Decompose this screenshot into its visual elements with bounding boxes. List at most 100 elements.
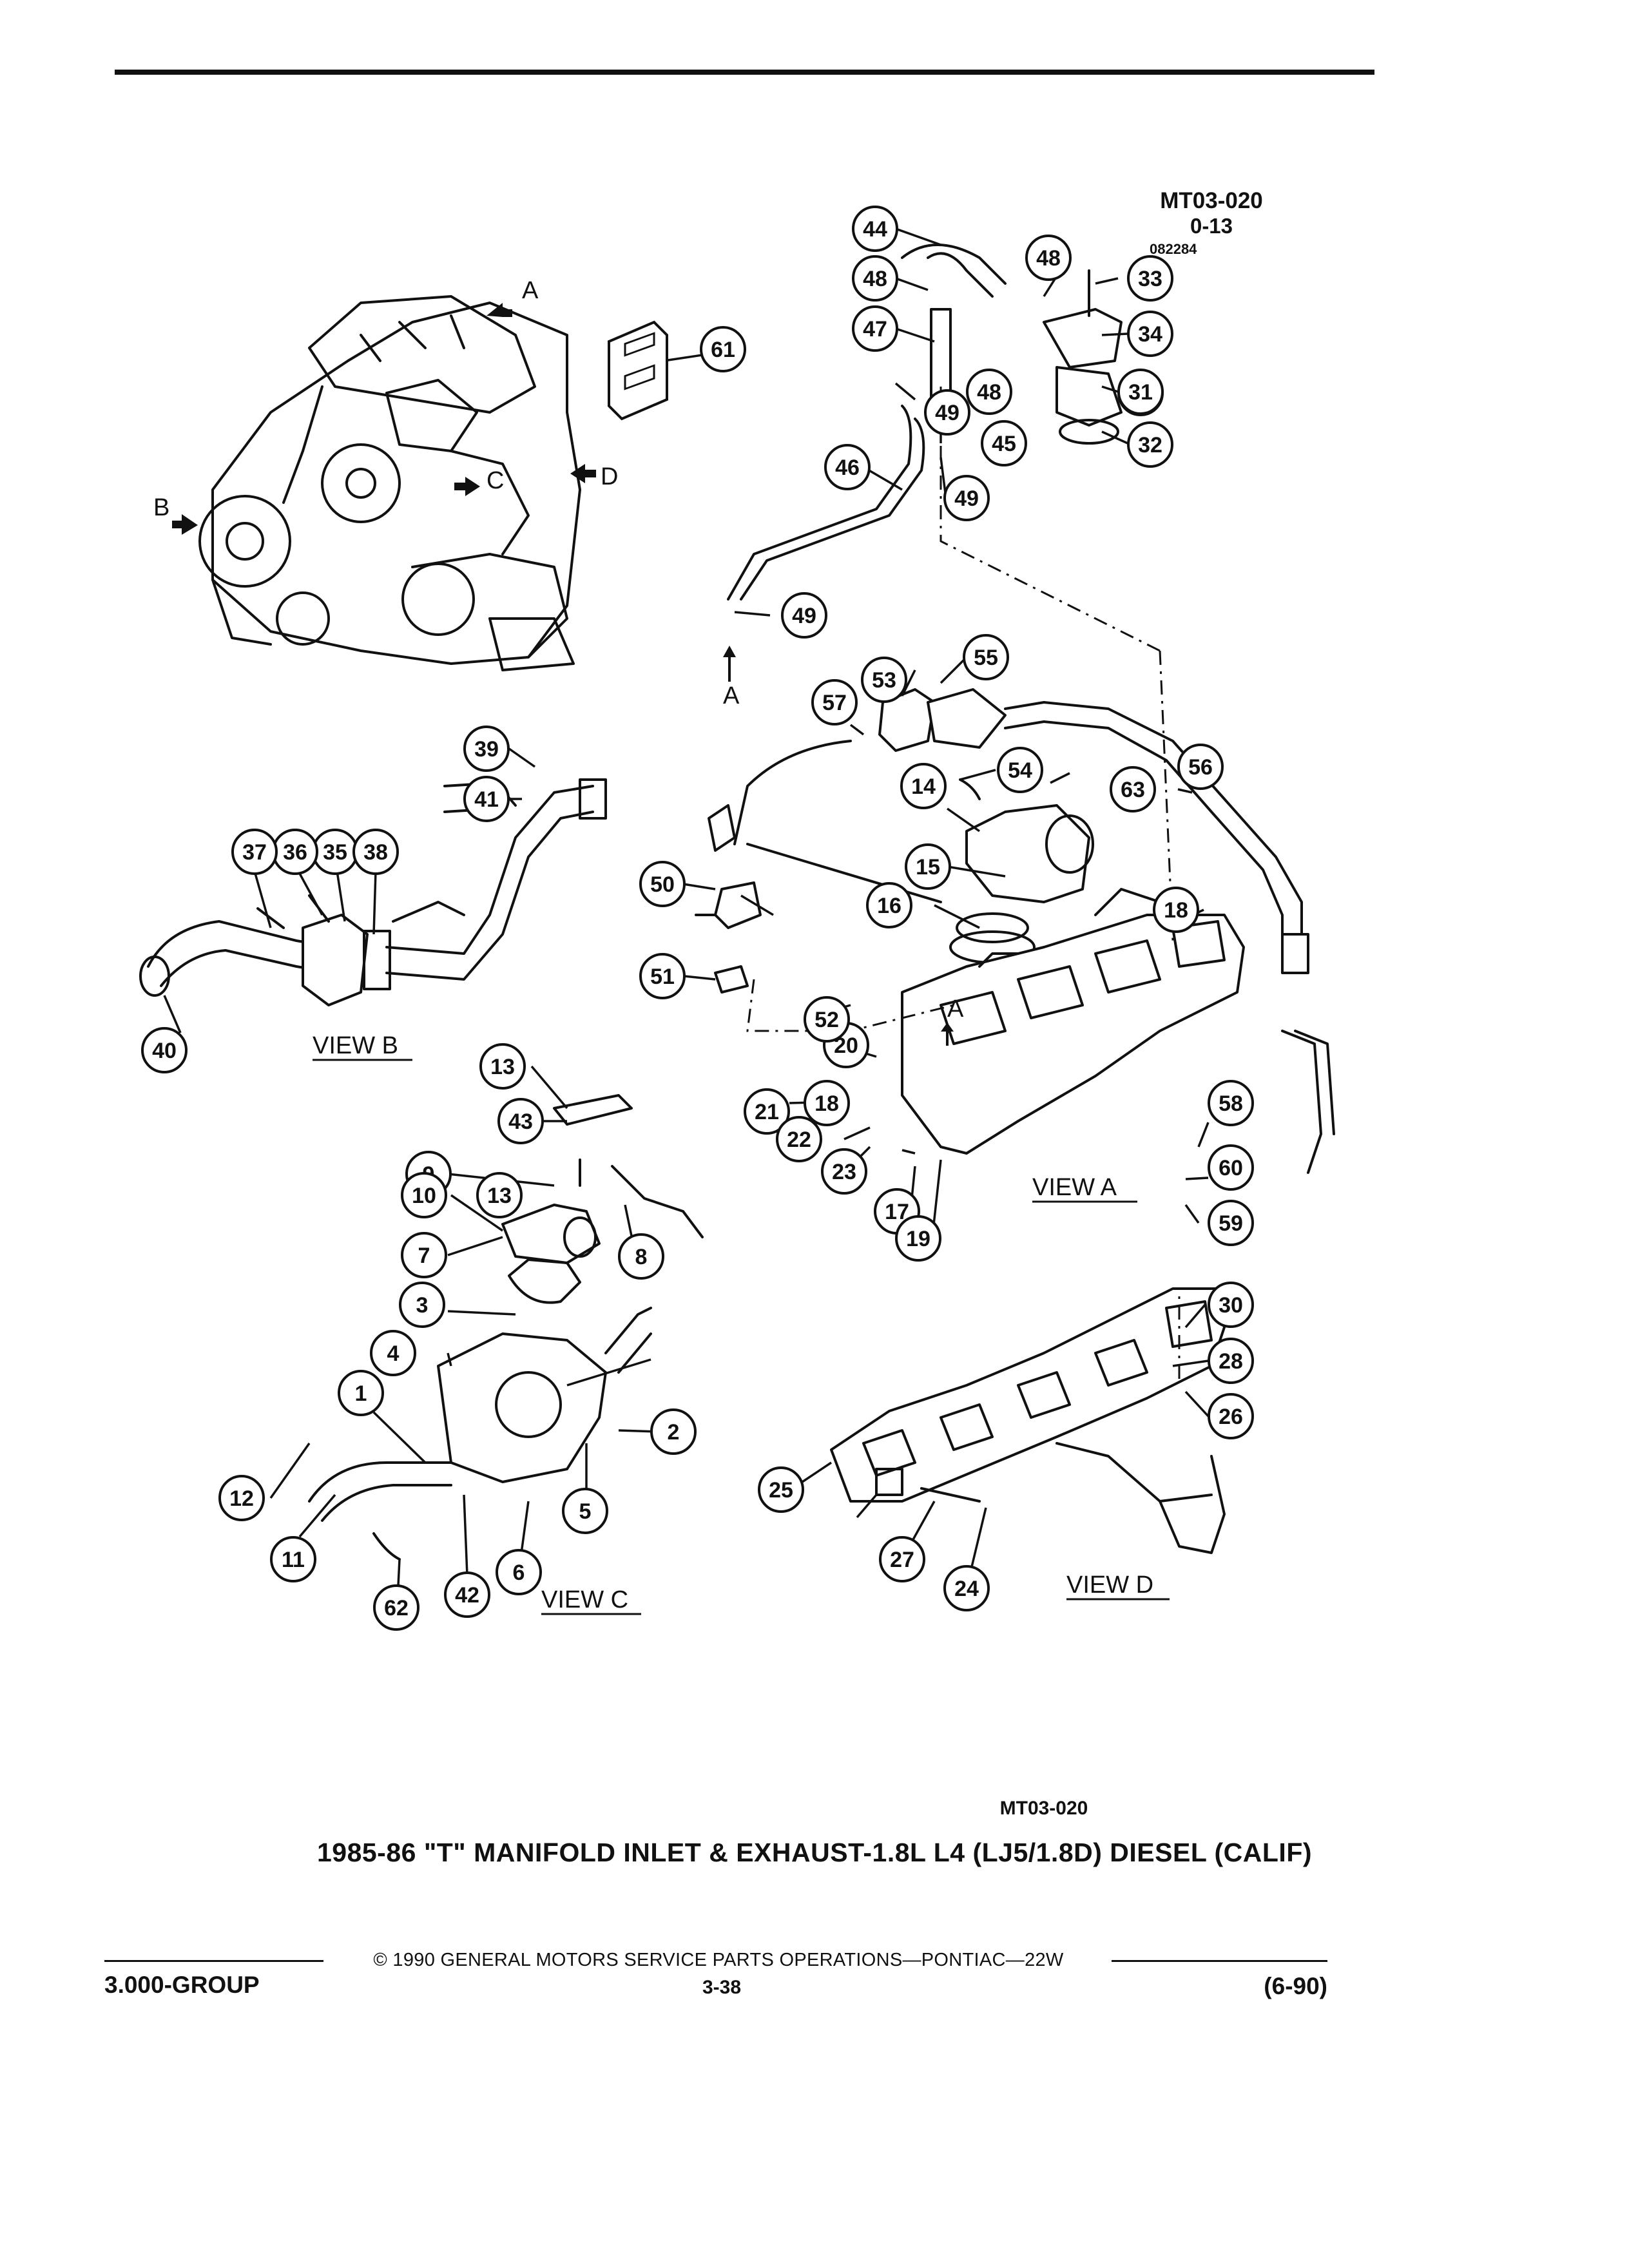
callout-44: 44: [852, 206, 898, 252]
top-rule: [115, 70, 1374, 75]
view-b-parts: [139, 778, 607, 1006]
callout-number: 38: [363, 840, 388, 865]
callout-number: 27: [890, 1548, 914, 1572]
callout-number: 19: [906, 1227, 930, 1251]
callout-number: 33: [1138, 267, 1162, 291]
callout-51: 51: [639, 953, 686, 999]
callout-number: 32: [1138, 433, 1162, 457]
callout-12: 12: [218, 1475, 265, 1521]
callout-number: 47: [863, 317, 887, 341]
callout-number: 42: [455, 1583, 479, 1608]
callout-62: 62: [373, 1584, 419, 1631]
callout-7: 7: [401, 1232, 447, 1278]
callout-30: 30: [1208, 1282, 1254, 1328]
callout-number: 16: [877, 894, 901, 918]
callout-36: 36: [272, 829, 318, 875]
callout-10: 10: [401, 1172, 447, 1218]
callout-59: 59: [1208, 1200, 1254, 1246]
callout-number: 11: [282, 1548, 305, 1572]
view-letters: A B C D A A: [153, 277, 964, 1023]
callout-number: 39: [474, 737, 499, 762]
callout-number: 12: [229, 1486, 254, 1511]
callout-5: 5: [562, 1488, 608, 1534]
callout-number: 49: [954, 486, 979, 511]
callout-37: 37: [231, 829, 278, 875]
arrow-b-icon: [172, 514, 198, 535]
date-code: 082284: [1150, 241, 1197, 258]
callout-number: 3: [416, 1293, 429, 1318]
arrow-d-icon: [570, 464, 596, 483]
callout-number: 15: [916, 855, 940, 879]
callout-number: 37: [242, 840, 267, 865]
callout-41: 41: [463, 776, 510, 822]
callout-number: 54: [1008, 758, 1032, 783]
callout-number: 31: [1128, 380, 1153, 405]
footer-rule-right: [1112, 1960, 1327, 1962]
callout-number: 35: [323, 840, 347, 865]
callout-55: 55: [963, 634, 1009, 680]
callout-15: 15: [905, 843, 951, 890]
callout-number: 10: [412, 1184, 436, 1208]
callout-21: 21: [744, 1088, 790, 1135]
callout-number: 49: [935, 401, 959, 425]
footer-page-number: 3-38: [702, 1977, 742, 1998]
callout-27: 27: [879, 1536, 925, 1582]
callout-48: 48: [966, 369, 1012, 415]
callout-23: 23: [821, 1148, 867, 1195]
callout-53: 53: [861, 657, 907, 703]
callout-24: 24: [943, 1565, 990, 1611]
view-d-label: VIEW D: [1066, 1571, 1153, 1599]
callout-54: 54: [997, 747, 1043, 793]
callout-number: 52: [815, 1008, 839, 1032]
view-d-parts: [830, 1287, 1226, 1554]
callout-number: 28: [1219, 1349, 1243, 1374]
illustration-reference: MT03-020 0-13 082284: [1128, 188, 1295, 257]
callout-56: 56: [1177, 744, 1224, 790]
letter-c-overview: C: [487, 467, 504, 494]
callout-14: 14: [900, 763, 947, 809]
view-b-label: VIEW B: [313, 1032, 398, 1059]
callout-22: 22: [776, 1116, 822, 1162]
callout-number: 63: [1121, 778, 1145, 802]
callout-18: 18: [1153, 887, 1199, 933]
footer-date: (6-90): [1264, 1973, 1327, 1999]
letter-a-overview: A: [522, 277, 539, 304]
callout-33: 33: [1127, 255, 1173, 302]
view-c-label: VIEW C: [541, 1586, 628, 1613]
callout-31: 31: [1117, 369, 1164, 415]
view-a-parts: [695, 244, 1335, 1174]
callout-number: 57: [822, 691, 847, 715]
callout-13: 13: [479, 1043, 526, 1090]
callout-50: 50: [639, 861, 686, 907]
callout-number: 45: [992, 432, 1016, 456]
callout-number: 23: [832, 1160, 856, 1184]
callout-number: 43: [508, 1110, 533, 1134]
callout-number: 58: [1219, 1091, 1243, 1116]
callout-28: 28: [1208, 1338, 1254, 1384]
callout-number: 46: [835, 456, 860, 480]
callout-number: 26: [1219, 1405, 1243, 1429]
callout-number: 21: [755, 1100, 779, 1124]
callout-number: 7: [418, 1244, 430, 1268]
revision-number: 0-13: [1190, 214, 1233, 238]
figure-caption: 1985-86 "T" MANIFOLD INLET & EXHAUST-1.8…: [316, 1838, 1313, 1867]
letter-a-manifold: A: [947, 995, 964, 1023]
callout-number: 51: [650, 965, 675, 989]
callout-1: 1: [338, 1370, 384, 1416]
callout-balloons: 1234567891011121313141516171818192021222…: [141, 206, 1254, 1631]
callout-32: 32: [1127, 421, 1173, 468]
callout-25: 25: [758, 1466, 804, 1513]
callout-number: 62: [384, 1596, 409, 1620]
callout-number: 56: [1188, 755, 1213, 780]
callout-48: 48: [852, 255, 898, 302]
callout-57: 57: [811, 679, 858, 726]
callout-number: 55: [974, 646, 998, 670]
view-labels: VIEW B VIEW A VIEW C VIEW D: [313, 1032, 1170, 1615]
callout-35: 35: [312, 829, 358, 875]
view-c-parts: [308, 1094, 704, 1561]
callout-number: 1: [355, 1381, 367, 1406]
footer-group: 3.000-GROUP: [104, 1972, 260, 1998]
callout-58: 58: [1208, 1080, 1254, 1126]
callout-number: 49: [792, 604, 816, 628]
